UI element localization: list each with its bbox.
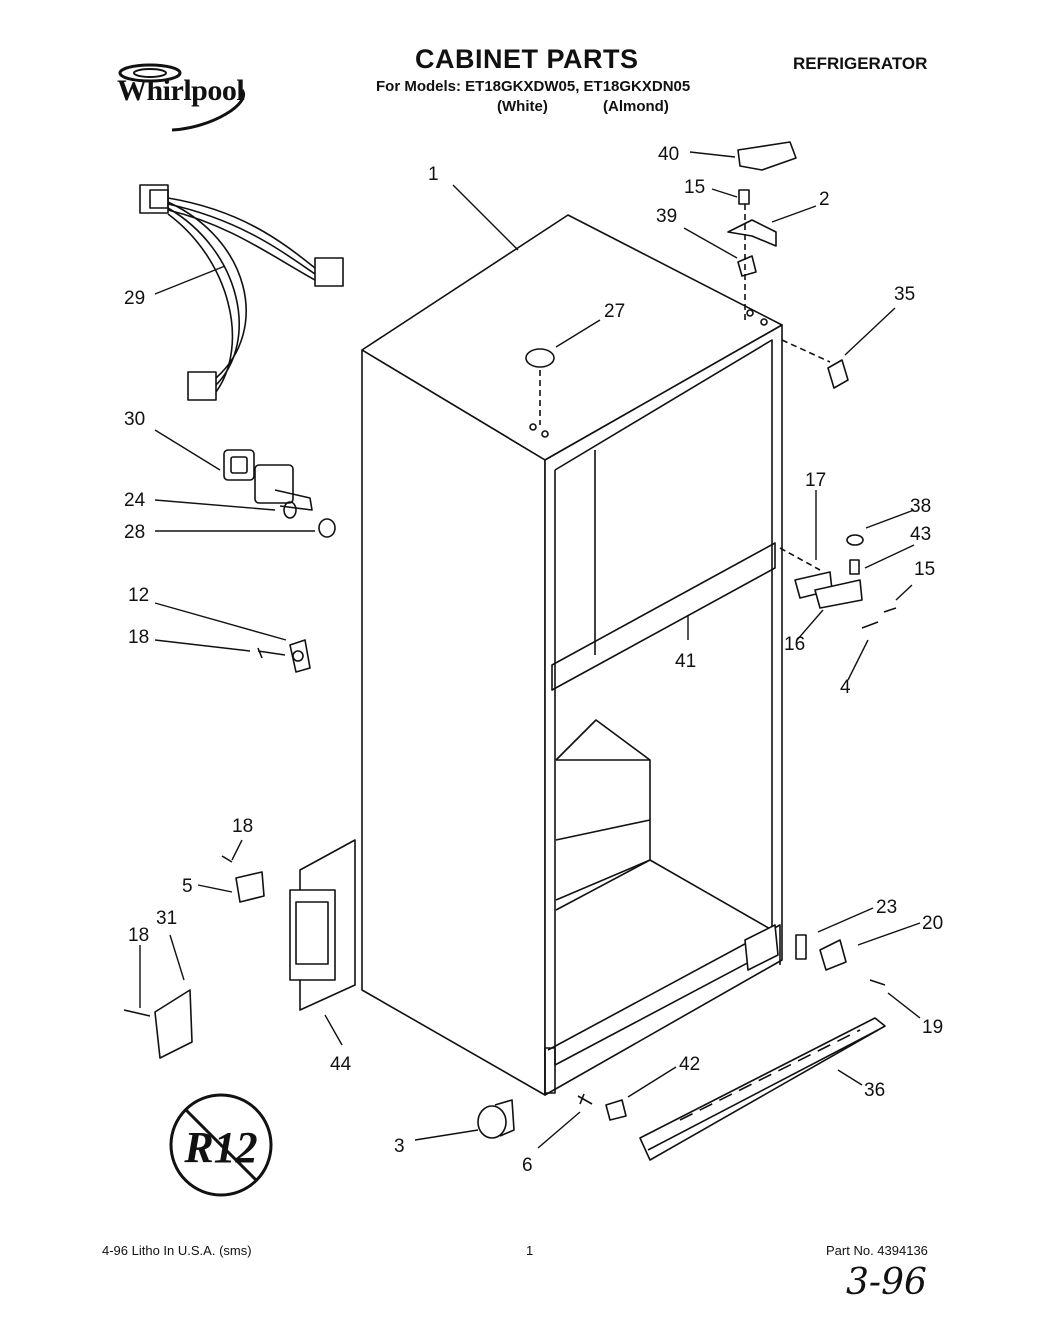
cabinet-body: [361, 214, 783, 1096]
callout-36: 36: [864, 1080, 885, 1101]
callout-44: 44: [330, 1054, 352, 1075]
callout-38: 38: [910, 496, 931, 517]
badge-text: R12: [183, 1123, 257, 1172]
roller-3: [477, 1099, 515, 1139]
plug-28: [318, 518, 336, 538]
screw-6: [577, 1093, 593, 1105]
litho-note: 4-96 Litho In U.S.A. (sms): [102, 1243, 252, 1258]
callout-4: 4: [840, 677, 851, 698]
callout-19: 19: [922, 1017, 943, 1038]
color-white: (White): [497, 98, 548, 115]
bracket-12: [257, 639, 311, 673]
top-hinge-2: [727, 189, 777, 320]
callout-2: 2: [819, 189, 830, 210]
callout-18-a: 18: [128, 627, 149, 648]
callout-15-top: 15: [684, 177, 705, 198]
callout-40: 40: [658, 144, 679, 165]
base-grille-36: [639, 1017, 886, 1161]
part-number: Part No. 4394136: [826, 1243, 928, 1258]
drain-tube-24: [254, 464, 313, 519]
center-hinge-16: [779, 534, 897, 629]
callout-23: 23: [876, 897, 897, 918]
hinge-cover-35: [827, 359, 849, 389]
bottom-hinge-20: [744, 924, 886, 986]
wire-harness-29: [139, 184, 344, 401]
callout-30: 30: [124, 409, 145, 430]
callout-12: 12: [128, 585, 149, 606]
clip-42: [605, 1099, 627, 1121]
callout-42: 42: [679, 1054, 700, 1075]
callout-6: 6: [522, 1155, 533, 1176]
callout-5: 5: [182, 876, 193, 897]
callout-31: 31: [156, 908, 177, 929]
callout-27: 27: [604, 301, 625, 322]
whirlpool-swirl-icon: [118, 63, 246, 132]
color-almond: (Almond): [603, 98, 669, 115]
leader-lines: [139, 151, 921, 1149]
cover-31: [154, 989, 193, 1059]
brand-logo: Whirlpool: [112, 58, 272, 138]
callout-20: 20: [922, 913, 943, 934]
screw-18-lower: [123, 1009, 151, 1017]
bracket-5: [235, 871, 265, 903]
callout-15-mid: 15: [914, 559, 935, 580]
callout-16: 16: [784, 634, 805, 655]
r12-badge: R12: [169, 1093, 273, 1197]
side-panel-44: [289, 839, 356, 1011]
callout-35: 35: [894, 284, 915, 305]
callout-17: 17: [805, 470, 826, 491]
callout-39: 39: [656, 206, 677, 227]
plug-27: [525, 348, 555, 425]
callout-24: 24: [124, 490, 146, 511]
hinge-cap-40: [737, 141, 797, 171]
handwritten-note: 3-96: [846, 1262, 927, 1303]
page-number: 1: [526, 1243, 534, 1258]
callout-41: 41: [675, 651, 696, 672]
callout-29: 29: [124, 288, 145, 309]
callout-18-b: 18: [232, 816, 253, 837]
brand-name: Whirlpool: [117, 74, 245, 107]
callout-43: 43: [910, 524, 931, 545]
callout-3: 3: [394, 1136, 405, 1157]
callout-labels: 40 1 15 2 39 29 27 35 30 24 28 17 38 43 …: [124, 144, 943, 1176]
grommet-30: [223, 449, 255, 481]
category-label: REFRIGERATOR: [793, 54, 928, 73]
prohibition-slash-icon: [184, 1108, 258, 1182]
callout-28: 28: [124, 522, 145, 543]
models-line: For Models: ET18GKXDW05, ET18GKXDN05: [376, 78, 691, 95]
callout-18-c: 18: [128, 925, 149, 946]
callout-1: 1: [428, 164, 439, 185]
page-title: CABINET PARTS: [415, 44, 639, 74]
screw-18-upper: [221, 855, 233, 863]
